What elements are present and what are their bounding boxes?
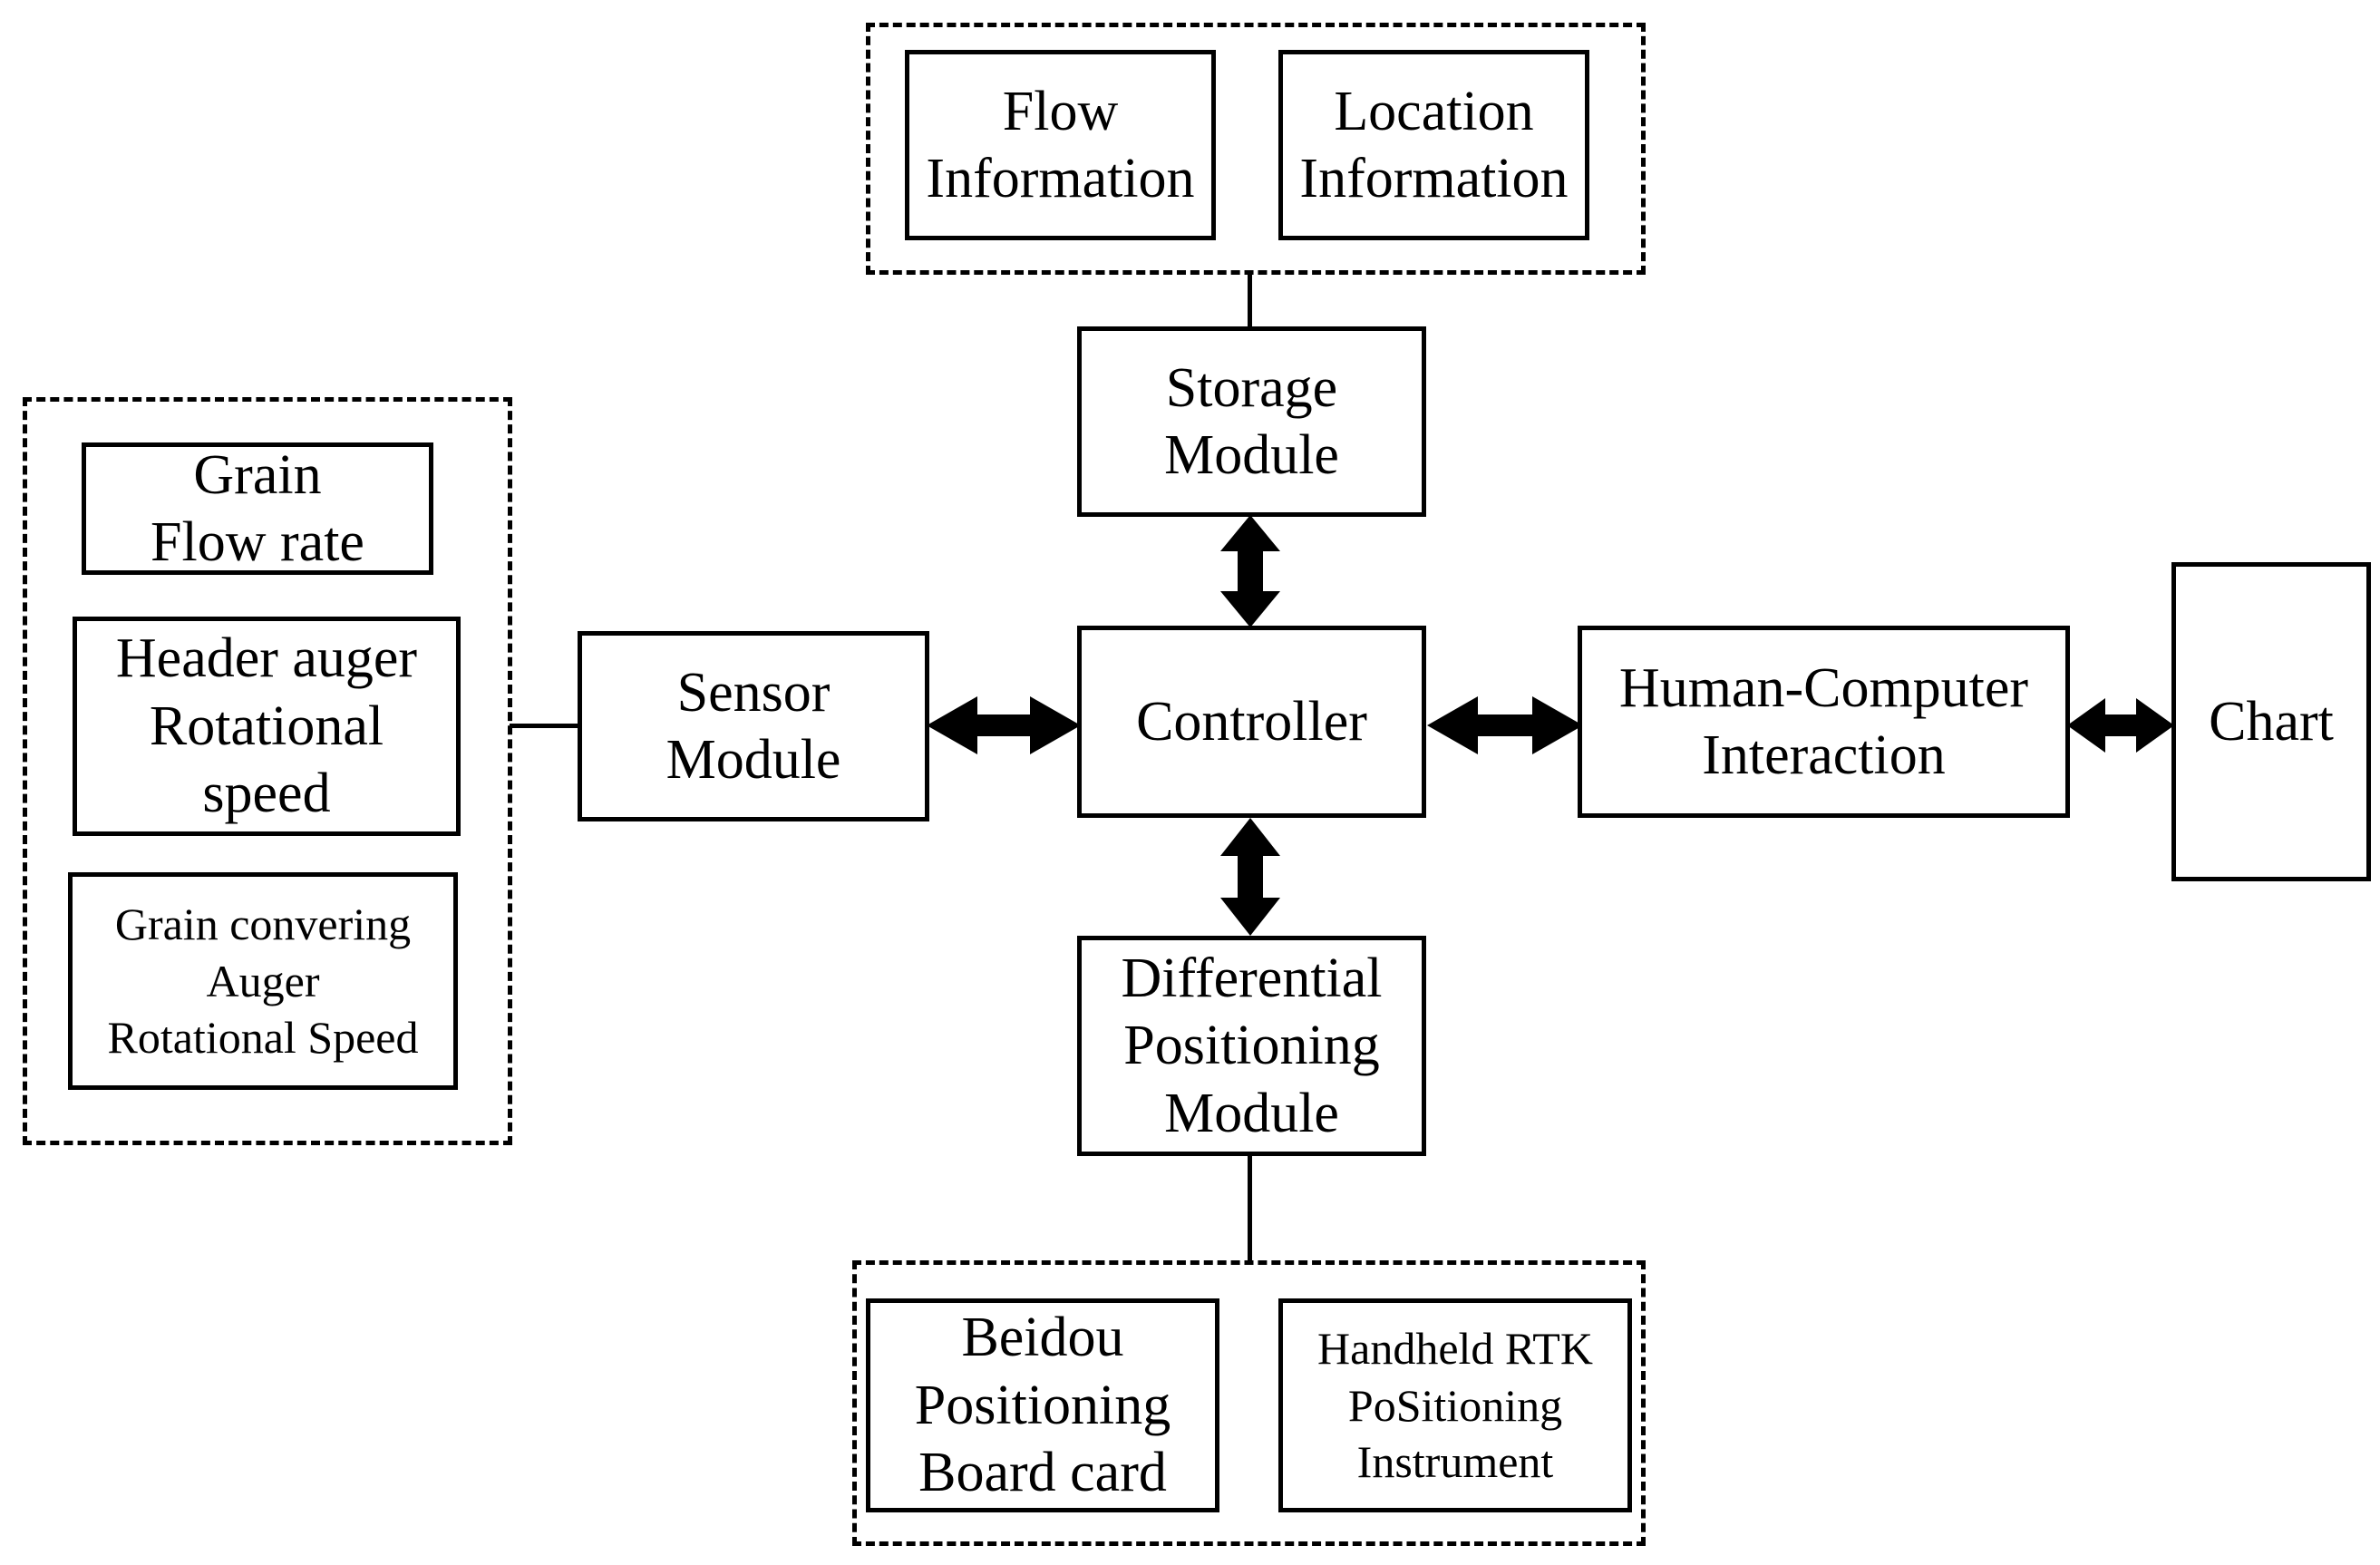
- handheld-rtk-instrument-box: Handheld RTK PoSitioning Instrument: [1278, 1298, 1632, 1512]
- positioning-to-devices-line: [1248, 1153, 1252, 1262]
- location-information-line-2: Information: [1299, 148, 1569, 209]
- hci-line-1: Human-Computer: [1618, 656, 2029, 719]
- beidou-positioning-board-box: Beidou Positioning Board card: [866, 1298, 1219, 1512]
- beidou-line-2: Positioning: [914, 1374, 1171, 1436]
- storage-module-line-2: Module: [1164, 424, 1339, 486]
- beidou-line-3: Board card: [918, 1442, 1167, 1504]
- differential-positioning-line-1: Differential: [1121, 947, 1383, 1009]
- positioning-devices-group: [852, 1260, 1646, 1546]
- human-computer-interaction-box: Human-Computer Interaction: [1578, 626, 2070, 818]
- sensor-module-line-1: Sensor: [676, 661, 831, 724]
- grain-conveying-auger-speed-box: Grain convering Auger Rotational Speed: [68, 872, 458, 1090]
- storage-module-line-1: Storage: [1165, 356, 1338, 419]
- sensor-controller-arrow: [927, 696, 1081, 754]
- controller-box: Controller: [1077, 626, 1426, 818]
- differential-positioning-line-3: Module: [1164, 1082, 1339, 1144]
- differential-positioning-line-2: Positioning: [1123, 1015, 1380, 1077]
- differential-positioning-module-box: Differential Positioning Module: [1077, 936, 1426, 1156]
- location-information-line-1: Location: [1334, 80, 1534, 142]
- flow-information-line-1: Flow: [1002, 80, 1119, 142]
- grain-conveying-auger-line-3: Rotational Speed: [107, 1012, 419, 1064]
- controller-label: Controller: [1136, 690, 1367, 753]
- grain-flow-rate-line-2: Flow rate: [151, 511, 364, 573]
- handheld-rtk-line-1: Handheld RTK: [1317, 1323, 1593, 1375]
- header-auger-speed-box: Header auger Rotational speed: [73, 617, 461, 836]
- handheld-rtk-line-3: Instrument: [1356, 1436, 1554, 1488]
- beidou-line-1: Beidou: [961, 1307, 1124, 1369]
- chart-box: Chart: [2171, 562, 2371, 881]
- handheld-rtk-line-2: PoSitioning: [1347, 1379, 1563, 1431]
- header-auger-speed-line-3: speed: [202, 763, 331, 825]
- header-auger-speed-line-1: Header auger: [115, 627, 418, 690]
- flow-information-box: Flow Information: [905, 50, 1216, 240]
- sensor-inputs-group: [23, 397, 512, 1145]
- controller-hci-arrow: [1427, 696, 1583, 754]
- grain-conveying-auger-line-2: Auger: [206, 955, 320, 1006]
- header-auger-speed-line-2: Rotational: [149, 695, 384, 757]
- storage-info-group: [866, 23, 1646, 275]
- storage-controller-arrow: [1220, 515, 1280, 627]
- grain-flow-rate-line-1: Grain: [193, 443, 322, 506]
- hci-chart-arrow: [2067, 698, 2174, 753]
- hci-line-2: Interaction: [1702, 724, 1946, 786]
- location-information-box: Location Information: [1278, 50, 1589, 240]
- grain-flow-rate-box: Grain Flow rate: [82, 442, 433, 575]
- sensor-module-box: Sensor Module: [578, 631, 929, 821]
- storage-module-box: Storage Module: [1077, 326, 1426, 517]
- sensor-inputs-to-sensor-line: [510, 724, 580, 728]
- sensor-module-line-2: Module: [665, 729, 841, 791]
- flow-information-line-2: Information: [926, 148, 1195, 209]
- storage-to-info-line: [1248, 272, 1252, 328]
- chart-label: Chart: [2209, 690, 2334, 753]
- grain-conveying-auger-line-1: Grain convering: [114, 899, 412, 950]
- controller-positioning-arrow: [1220, 818, 1280, 936]
